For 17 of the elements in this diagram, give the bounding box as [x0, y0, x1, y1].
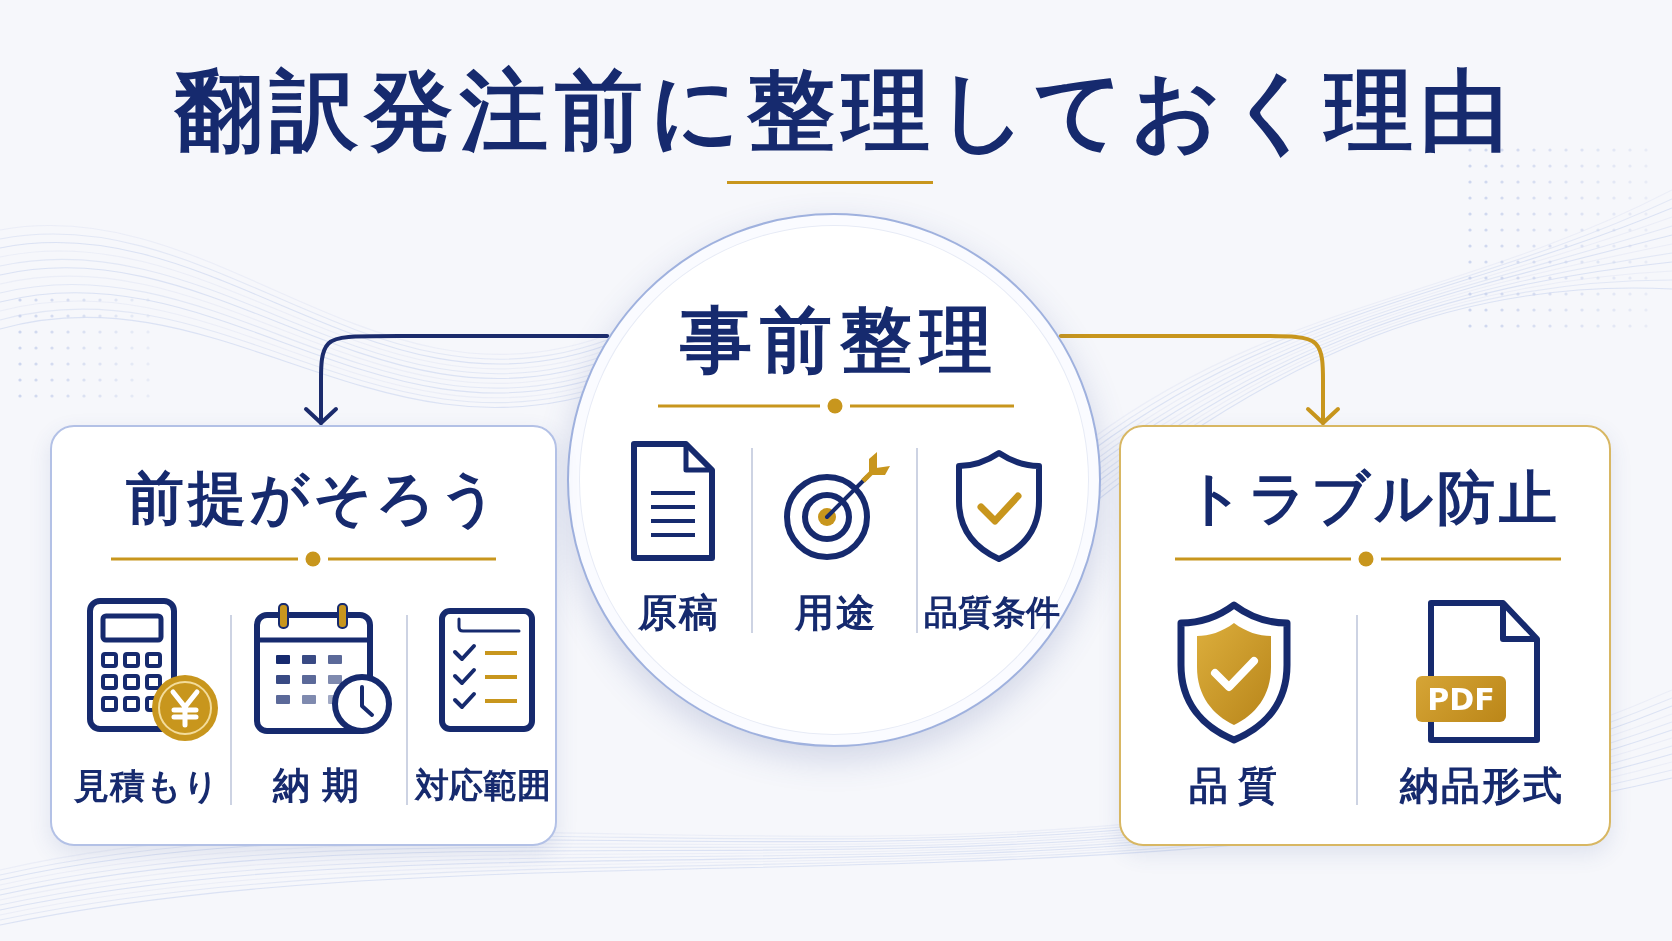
info-card — [50, 425, 557, 846]
item-label: 納品形式 — [1398, 764, 1564, 808]
heading: 前提がそろう — [125, 467, 502, 531]
item-label: 対応範囲 — [415, 767, 551, 805]
heading: トラブル防止 — [1184, 467, 1561, 531]
item-label: 品質 — [1188, 764, 1287, 808]
item-label: 納期 — [271, 765, 371, 807]
item-label: 品質条件 — [924, 594, 1060, 632]
item-label: 見積もり — [72, 766, 220, 806]
arrow — [1058, 334, 1340, 425]
title: 翻訳発注前に整理しておく理由 — [173, 64, 1515, 158]
file-format-tag: PDF — [1416, 676, 1506, 722]
item-label: 原稿 — [637, 591, 720, 635]
heading: 事前整理 — [679, 301, 1000, 381]
item-label: 用途 — [793, 591, 877, 635]
arrow — [304, 334, 610, 425]
info-card — [1119, 425, 1611, 846]
